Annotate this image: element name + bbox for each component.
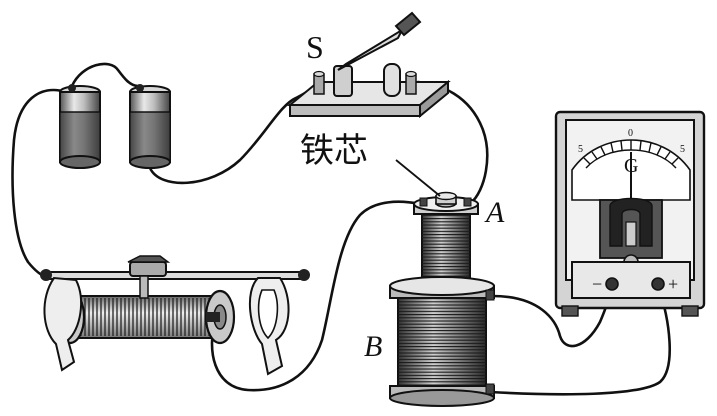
wire-coil-b-to-galv-pos: [488, 284, 671, 396]
galvanometer-scale: [583, 140, 679, 169]
wire-battery-to-switch: [148, 78, 322, 185]
galvanometer: 5 0 5 G − +: [554, 110, 706, 317]
galvanometer-scale-right: 5: [680, 144, 685, 155]
switch-label: S: [306, 29, 324, 65]
coil-a-label: A: [484, 196, 505, 229]
wire-battery-to-rheostat: [11, 88, 68, 280]
coil-b-label: B: [364, 330, 382, 363]
knife-switch: [287, 11, 451, 119]
rheostat: [40, 255, 310, 376]
wire-battery-link: [70, 62, 140, 88]
battery-left: [59, 84, 101, 169]
iron-core-label: 铁芯: [300, 131, 368, 171]
coil-a: [413, 191, 479, 285]
galvanometer-terminal-neg-label: −: [592, 274, 602, 294]
galvanometer-terminal-pos: [651, 277, 665, 291]
battery-right: [129, 84, 171, 169]
galvanometer-scale-center: 0: [628, 128, 633, 139]
wire-rheostat-to-coil-a: [210, 200, 422, 392]
galvanometer-terminal-neg: [605, 277, 619, 291]
coil-b: [389, 276, 495, 407]
galvanometer-terminal-pos-label: +: [668, 274, 678, 294]
galvanometer-scale-left: 5: [578, 144, 583, 155]
iron-core-leader-line: [395, 159, 441, 197]
